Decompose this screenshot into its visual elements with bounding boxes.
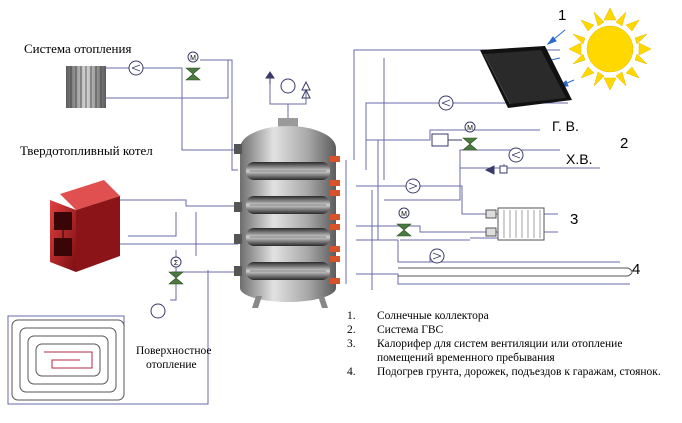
mixing-valve-label: Σ bbox=[174, 260, 179, 267]
safety-valve-icon bbox=[265, 71, 311, 99]
legend-item-1: 1. Солнечные коллектора bbox=[347, 309, 677, 323]
floor-heating-coil bbox=[11, 319, 125, 401]
ventilation-heater-icon bbox=[485, 207, 545, 241]
tank-coil-1 bbox=[246, 162, 330, 180]
motor-valve-label-2: M bbox=[467, 125, 473, 132]
pump-icons bbox=[128, 60, 524, 319]
legend-item-4: 4. Подогрев грунта, дорожек, подъездов к … bbox=[347, 365, 677, 379]
legend-text: Система ГВС bbox=[377, 324, 444, 336]
legend-number: 4. bbox=[347, 366, 356, 378]
legend-list: 1. Солнечные коллектора 2. Система ГВС 3. К… bbox=[347, 309, 677, 379]
legend-number: 2. bbox=[347, 324, 356, 336]
motor-valve-label-1: M bbox=[190, 55, 196, 62]
radiator-icon bbox=[66, 66, 106, 108]
floor-heating-label-1: Поверхностное bbox=[136, 345, 212, 357]
floor-heating-label-2: отопление bbox=[146, 359, 197, 371]
motor-valve-icons bbox=[170, 51, 476, 268]
heating-system-label: Система отопления bbox=[24, 41, 131, 56]
ground-heating-loop bbox=[398, 267, 633, 277]
legend-item-3: 3. Калорифер для систем вентиляции или от… bbox=[347, 337, 677, 365]
legend-number: 1. bbox=[347, 310, 356, 322]
marker-3: 3 bbox=[570, 211, 578, 228]
marker-4: 4 bbox=[632, 261, 640, 278]
legend-number: 3. bbox=[347, 338, 356, 350]
marker-2: 2 bbox=[620, 135, 628, 152]
legend-text: Калорифер для систем вентиляции или отоп… bbox=[377, 338, 623, 364]
cold-water-label: Х.В. bbox=[566, 151, 592, 167]
legend-text: Подогрев грунта, дорожек, подъездов к га… bbox=[377, 366, 661, 378]
legend-item-2: 2. Система ГВС bbox=[347, 323, 677, 337]
solid-fuel-boiler-label: Твердотопливный котел bbox=[20, 143, 153, 158]
buffer-tank bbox=[234, 118, 340, 308]
sun-icon bbox=[540, 7, 652, 91]
motor-valve-label-3: M bbox=[401, 211, 407, 218]
marker-1: 1 bbox=[558, 7, 566, 24]
legend-text: Солнечные коллектора bbox=[377, 310, 489, 322]
solar-collector bbox=[480, 46, 572, 108]
dhw-exchanger-icon bbox=[431, 133, 508, 175]
solid-fuel-boiler-icon bbox=[50, 180, 120, 272]
tank-coil-4 bbox=[246, 262, 330, 280]
hot-water-label: Г. В. bbox=[552, 118, 579, 134]
tank-coil-2 bbox=[246, 196, 330, 214]
tank-coil-3 bbox=[246, 228, 330, 246]
